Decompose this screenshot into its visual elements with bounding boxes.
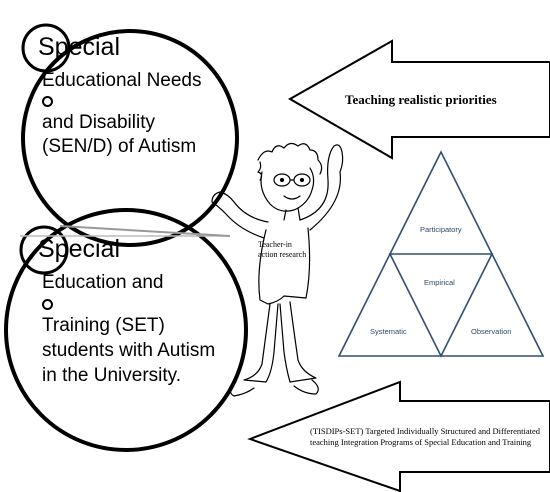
- figure-hair: [257, 142, 323, 175]
- figure-eye-right: [299, 177, 305, 183]
- top-large-circle: [21, 29, 239, 247]
- teacher-figure-drawing: [211, 142, 344, 397]
- triangle-label-center: Empirical: [424, 278, 455, 287]
- figure-arm-right: [299, 144, 344, 231]
- bottom-circle-line1: Education and: [42, 272, 164, 293]
- bottom-arrow: [247, 380, 550, 492]
- figure-foot-right: [293, 379, 319, 395]
- bottom-circle-bullet: [42, 299, 53, 310]
- bottom-circle-line3: students with Autism: [42, 340, 216, 361]
- figure-foot-left: [229, 381, 255, 397]
- bottom-circle-title: Special: [38, 235, 120, 263]
- bottom-arrow-label: (TISDIPs-SET) Targeted Individually Stru…: [310, 426, 541, 448]
- triangle-label-left: Systematic: [370, 327, 407, 336]
- figure-body: [258, 227, 311, 305]
- bottom-circle-line2: Training (SET): [42, 315, 165, 336]
- figure-head: [260, 167, 315, 212]
- figure-label-line2: action research: [258, 250, 307, 259]
- top-circle-title: Special: [38, 33, 120, 61]
- top-circle-bullet: [42, 96, 53, 107]
- triangle-inner: [388, 253, 494, 358]
- connector-line-2: [59, 225, 231, 237]
- figure-mouth: [283, 195, 301, 200]
- figure-arm-left: [211, 191, 269, 239]
- triangle-label-right: Observation: [471, 327, 512, 336]
- figure-label: Teacher-in action research: [258, 240, 306, 260]
- top-circle-line2: and Disability: [42, 112, 155, 133]
- figure-neck: [283, 207, 301, 221]
- triangle-label-top: Participatory: [420, 225, 462, 234]
- top-circle-line1: Educational Needs: [42, 70, 202, 91]
- bottom-circle-line4: in the University.: [42, 365, 182, 386]
- figure-eye-left: [279, 177, 285, 183]
- figure-leg-right: [279, 301, 317, 383]
- top-small-circle: [21, 23, 71, 73]
- triangle-diagram: [337, 150, 545, 358]
- bottom-small-circle: [19, 225, 69, 275]
- figure-leg-left: [243, 303, 279, 383]
- top-circle-line3: (SEN/D) of Autism: [42, 136, 197, 157]
- top-arrow-label: Teaching realistic priorities: [345, 92, 497, 107]
- top-arrow: [287, 39, 550, 160]
- figure-label-line1: Teacher-in: [258, 240, 292, 249]
- bottom-large-circle: [4, 208, 248, 452]
